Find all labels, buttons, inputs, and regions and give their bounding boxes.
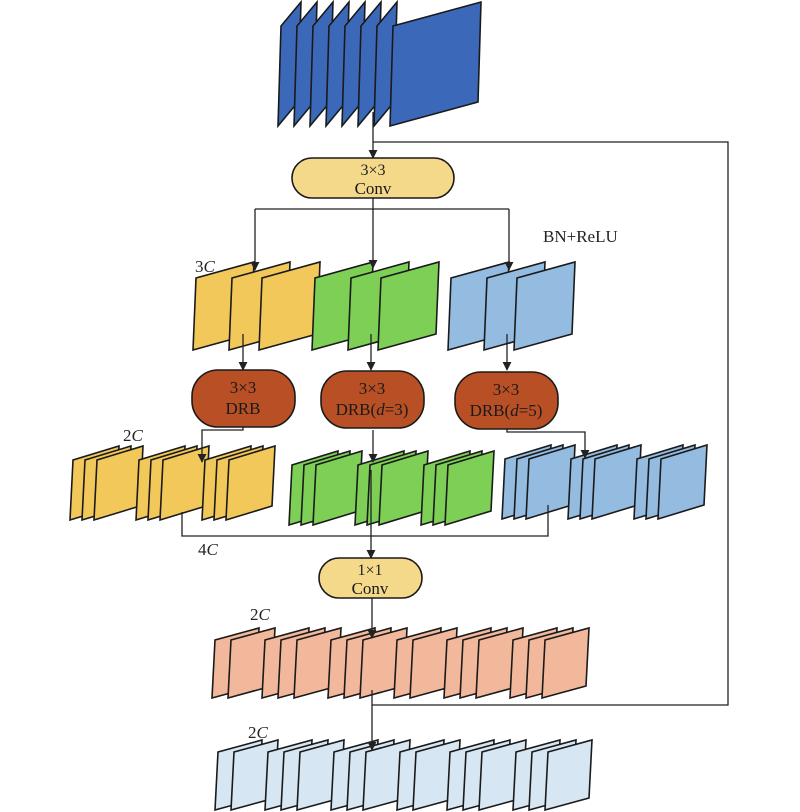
split-3c-feature-maps bbox=[192, 260, 576, 352]
channels-2c-label-fused: 2C bbox=[250, 605, 271, 624]
output-feature-map bbox=[544, 738, 593, 812]
green-split-feature-map bbox=[377, 260, 440, 352]
concat-line bbox=[181, 505, 549, 537]
blue-split-feature-map bbox=[513, 260, 576, 352]
green-drb-output-feature-map bbox=[312, 449, 363, 527]
conv3-line2: Conv bbox=[355, 179, 392, 198]
drb1-line2: DRB bbox=[226, 399, 261, 418]
channels-2c-label-drb: 2C bbox=[123, 426, 144, 445]
drb2-node: 3×3 DRB(d=3) bbox=[320, 370, 425, 429]
channels-2c-label-output: 2C bbox=[248, 723, 269, 742]
conv1x1-node: 1×1 Conv bbox=[318, 557, 423, 599]
green-drb-output-feature-map bbox=[444, 449, 495, 527]
green-drb-output-feature-map bbox=[378, 449, 429, 527]
drb2-line1: 3×3 bbox=[359, 379, 386, 398]
input-feature-map bbox=[389, 0, 482, 128]
blue-drb-output-feature-map bbox=[591, 443, 642, 521]
yellow-drb-output-feature-map bbox=[225, 444, 276, 522]
conv3x3-node: 3×3 Conv bbox=[291, 157, 455, 199]
connections bbox=[181, 112, 729, 751]
conv1-line2: Conv bbox=[352, 579, 389, 598]
drb1-node: 3×3 DRB bbox=[191, 369, 296, 428]
skip-connection-line bbox=[372, 141, 729, 706]
yellow-drb-output-feature-map bbox=[93, 444, 144, 522]
drb3-node: 3×3 DRB(d=5) bbox=[454, 371, 559, 430]
output-2c-feature-maps bbox=[214, 738, 593, 812]
conv1-line1: 1×1 bbox=[357, 562, 382, 579]
channels-4c-label: 4C bbox=[198, 540, 219, 559]
yellow-split-feature-map bbox=[258, 260, 321, 352]
bn-relu-label: BN+ReLU bbox=[543, 227, 618, 246]
blue-drb-output-feature-map bbox=[657, 443, 708, 521]
channels-3c-label: 3C bbox=[195, 257, 216, 276]
drb3-line1: 3×3 bbox=[493, 380, 520, 399]
input-feature-maps bbox=[277, 0, 482, 129]
fused-2c-feature-maps bbox=[211, 626, 590, 700]
yellow-drb-output-feature-map bbox=[159, 444, 210, 522]
drb1-line1: 3×3 bbox=[230, 378, 257, 397]
blue-drb-output-feature-map bbox=[525, 443, 576, 521]
conv3-line1: 3×3 bbox=[360, 162, 385, 179]
drb2-line2: DRB(d=3) bbox=[336, 400, 409, 419]
drb-output-2c-feature-maps bbox=[69, 443, 708, 527]
drb3-line2: DRB(d=5) bbox=[470, 401, 543, 420]
fused-feature-map bbox=[541, 626, 590, 700]
